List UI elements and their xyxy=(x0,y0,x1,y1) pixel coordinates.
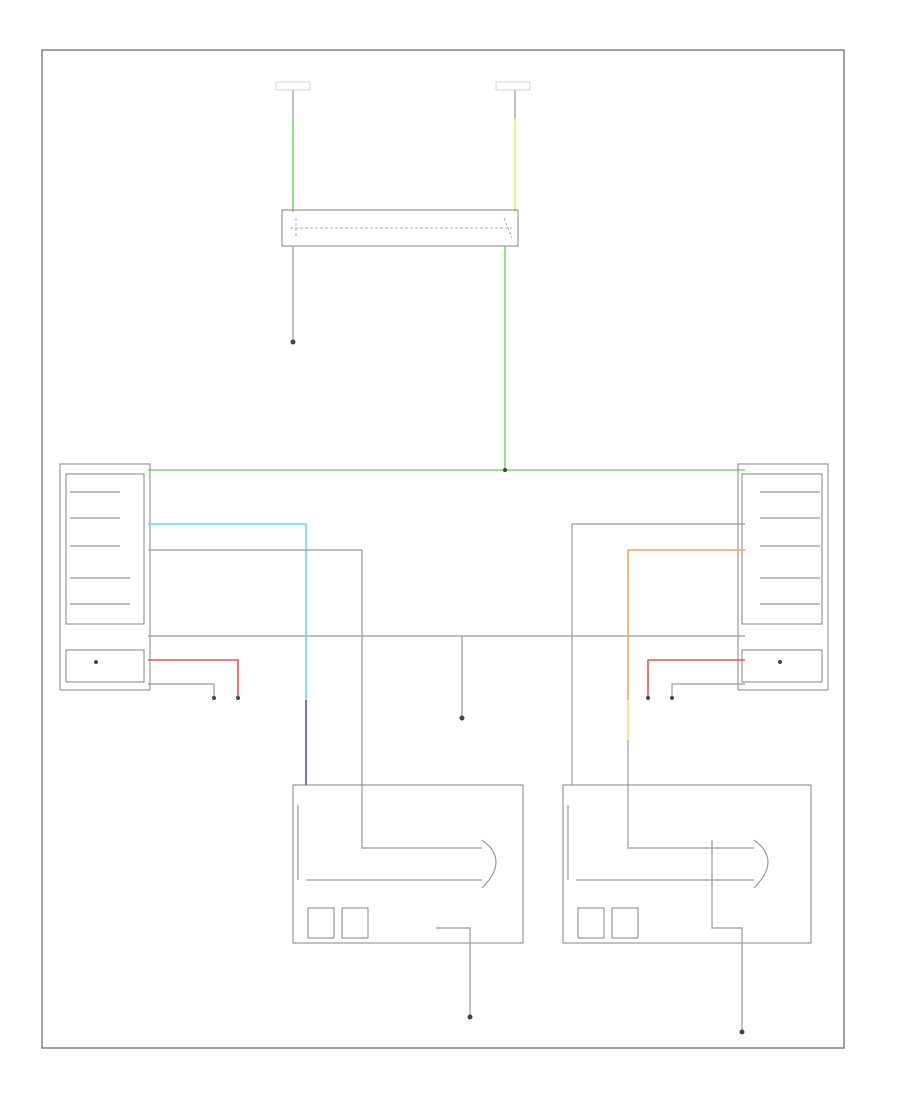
seat-heater-relay xyxy=(281,209,519,247)
driver-seat-heater-switch xyxy=(59,463,151,691)
ground-point-upper xyxy=(290,339,296,345)
passenger-heater-ground-wire xyxy=(711,840,743,1030)
driver-illumination-connector-b xyxy=(236,696,240,700)
diagram-frame xyxy=(41,49,845,1049)
passenger-illumination-return xyxy=(671,683,745,696)
ground-point-center xyxy=(459,715,465,721)
ground-point-passenger xyxy=(739,1029,745,1035)
driver-illumination-wire xyxy=(148,659,239,696)
splice-point-feed xyxy=(503,468,507,472)
passenger-seat-heater-unit xyxy=(562,784,812,944)
driver-seat-heater-unit xyxy=(292,784,524,944)
fuse-feed-right xyxy=(495,81,531,212)
driver-illumination-return xyxy=(148,683,215,696)
passenger-switch-output-wire xyxy=(627,549,745,700)
driver-illumination-connector-a xyxy=(212,696,216,700)
passenger-seat-heater-switch xyxy=(737,463,829,691)
fuse-feed-left xyxy=(275,81,311,212)
passenger-illumination-connector-b xyxy=(670,696,674,700)
driver-heater-ground-wire xyxy=(436,927,471,1015)
driver-indicator-wire xyxy=(148,549,482,849)
passenger-illumination-wire xyxy=(647,659,745,696)
driver-switch-output-wire xyxy=(148,523,307,700)
passenger-indicator-wire xyxy=(571,523,745,785)
passenger-heater-return-wire xyxy=(627,740,754,849)
passenger-illumination-connector-a xyxy=(646,696,650,700)
ground-point-driver xyxy=(467,1014,473,1020)
